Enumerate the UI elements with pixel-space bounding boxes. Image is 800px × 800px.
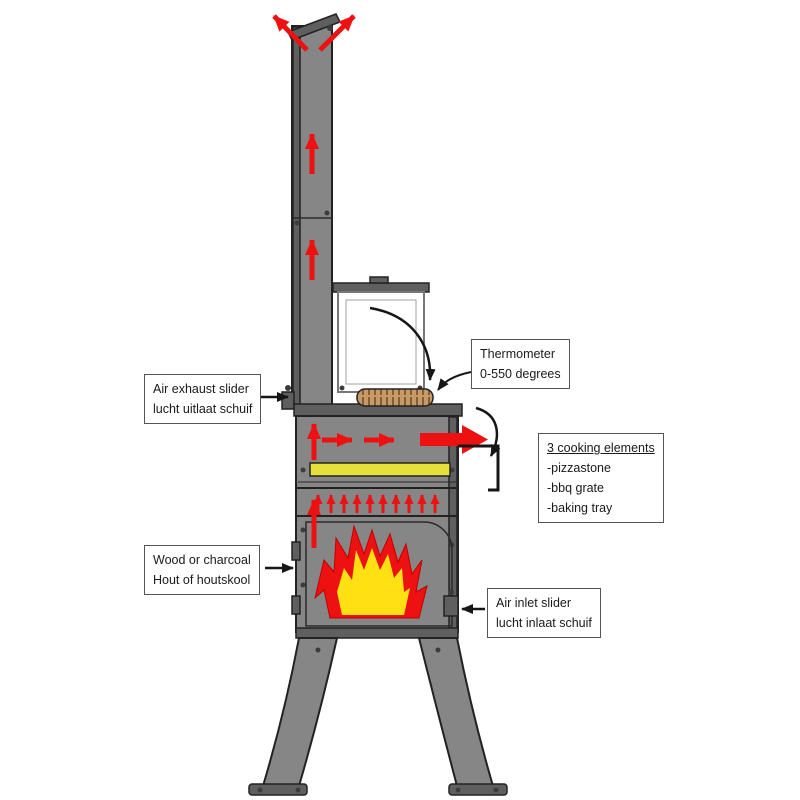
label-thermometer: Thermometer 0-550 degrees (471, 339, 570, 389)
label-cooking-elements: 3 cooking elements -pizzastone -bbq grat… (538, 433, 664, 523)
fire-flames (314, 524, 428, 619)
pizzastone (309, 462, 451, 477)
thermometer-graphic (356, 388, 434, 407)
label-fuel-en: Wood or charcoal (153, 553, 251, 567)
exhaust-flow-arrows (272, 14, 356, 280)
label-fuel-nl: Hout of houtskool (153, 573, 251, 587)
oven-door-open (332, 276, 436, 393)
label-thermometer-range: 0-550 degrees (480, 367, 561, 381)
label-connector-arrows (260, 371, 485, 614)
label-air-exhaust-en: Air exhaust slider (153, 382, 249, 396)
label-cooking-element-bbq-grate: -bbq grate (547, 481, 604, 495)
label-air-inlet-nl: lucht inlaat schuif (496, 616, 592, 630)
label-cooking-element-baking-tray: -baking tray (547, 501, 613, 515)
label-thermometer-name: Thermometer (480, 347, 556, 361)
label-cooking-element-pizzastone: -pizzastone (547, 461, 611, 475)
oven-body (291, 415, 459, 633)
air-inlet-slider-graphic (443, 595, 459, 617)
label-fuel: Wood or charcoal Hout of houtskool (144, 545, 260, 595)
label-air-exhaust-slider: Air exhaust slider lucht uitlaat schuif (144, 374, 262, 424)
label-cooking-elements-title: 3 cooking elements (547, 441, 655, 455)
label-air-exhaust-nl: lucht uitlaat schuif (153, 402, 253, 416)
handle-hook (458, 444, 500, 492)
stove-legs (248, 627, 508, 796)
chimney-pipe (281, 13, 342, 413)
label-air-inlet-slider: Air inlet slider lucht inlaat schuif (487, 588, 601, 638)
label-air-inlet-en: Air inlet slider (496, 596, 572, 610)
